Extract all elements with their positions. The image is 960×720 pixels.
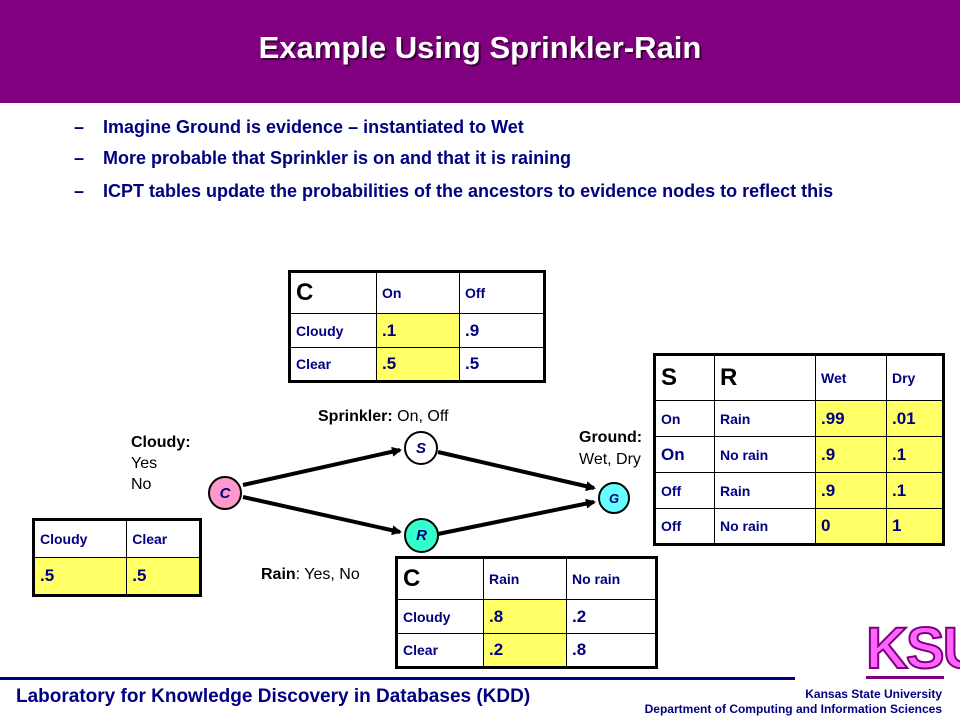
row-s: Off: [654, 472, 715, 509]
sprinkler-cpt: C On Off Cloudy .1 .9 Clear .5 .5: [288, 270, 546, 383]
footer-university: Kansas State University: [805, 687, 942, 701]
node-ground: G: [598, 482, 630, 514]
sprinkler-label: Sprinkler: On, Off: [318, 408, 448, 426]
value-cell: .2: [483, 633, 567, 668]
ground-values: Wet, Dry: [579, 451, 641, 468]
cloudy-name: Cloudy:: [131, 434, 191, 451]
rain-cpt: C Rain No rain Cloudy .8 .2 Clear .2 .8: [395, 556, 658, 669]
title-bar: [0, 0, 960, 103]
footer-department: Department of Computing and Information …: [644, 702, 942, 716]
value-cell: .99: [815, 400, 887, 437]
value-cell: .1: [886, 472, 944, 509]
corner-s: S: [654, 354, 715, 401]
header-wet: Wet: [815, 354, 887, 401]
row-label-clear: Clear: [289, 347, 377, 382]
row-r: No rain: [714, 436, 816, 473]
row-label-clear: Clear: [396, 633, 484, 668]
bullet-text: Imagine Ground is evidence – instantiate…: [103, 117, 524, 137]
footer-rule: [0, 677, 795, 680]
edge-s-g: [437, 450, 596, 492]
ground-name: Ground:: [579, 429, 643, 446]
footer-lab-name: Laboratory for Knowledge Discovery in Da…: [16, 686, 531, 707]
header-rain: Rain: [483, 557, 567, 600]
value-cell: .1: [376, 313, 460, 348]
value-cell: .5: [32, 557, 128, 596]
cloudy-prior-table: Cloudy Clear .5 .5: [32, 518, 202, 597]
ksu-logo: KSU: [865, 616, 960, 681]
bullet-text: ICPT tables update the probabilities of …: [103, 181, 834, 201]
corner-c: C: [396, 557, 484, 600]
corner-r: R: [714, 354, 816, 401]
rain-name: Rain: [261, 566, 296, 583]
bullet-dash: –: [74, 117, 85, 137]
value-cell: .1: [886, 436, 944, 473]
row-r: Rain: [714, 472, 816, 509]
ground-cpt: S R Wet Dry On Rain .99 .01 On No rain .…: [653, 353, 945, 546]
value-cell: .8: [566, 633, 657, 668]
value-cell: .5: [459, 347, 545, 382]
row-s: Off: [654, 508, 715, 545]
value-cell: 1: [886, 508, 944, 545]
header-cloudy: Cloudy: [32, 519, 128, 558]
edge-c-s: [242, 446, 402, 487]
row-r: Rain: [714, 400, 816, 437]
row-s: On: [654, 400, 715, 437]
row-r: No rain: [714, 508, 816, 545]
cloudy-value-yes: Yes: [131, 455, 158, 472]
cloudy-label: Cloudy: Yes No: [131, 432, 191, 495]
value-cell: .8: [483, 599, 567, 634]
node-rain: R: [404, 518, 439, 553]
header-on: On: [376, 271, 460, 314]
row-label-cloudy: Cloudy: [289, 313, 377, 348]
slide-title: Example Using Sprinkler-Rain: [258, 30, 702, 65]
value-cell: .01: [886, 400, 944, 437]
corner-c: C: [289, 271, 377, 314]
bullet-3: – ICPT tables update the probabilities o…: [74, 178, 944, 204]
value-cell: .9: [459, 313, 545, 348]
bullet-dash: –: [74, 148, 85, 168]
rain-values: : Yes, No: [295, 566, 360, 583]
value-cell: .2: [566, 599, 657, 634]
ground-label: Ground: Wet, Dry: [579, 427, 642, 471]
edge-c-r: [242, 495, 402, 536]
bullet-1: – Imagine Ground is evidence – instantia…: [74, 114, 944, 140]
bullet-text: More probable that Sprinkler is on and t…: [103, 148, 572, 168]
value-cell: .5: [376, 347, 460, 382]
header-no-rain: No rain: [566, 557, 657, 600]
bullet-2: – More probable that Sprinkler is on and…: [74, 145, 944, 171]
value-cell: .5: [126, 557, 201, 596]
value-cell: .9: [815, 472, 887, 509]
value-cell: 0: [815, 508, 887, 545]
edge-r-g: [437, 498, 596, 536]
bullet-dash: –: [74, 181, 85, 201]
row-s: On: [654, 436, 715, 473]
value-cell: .9: [815, 436, 887, 473]
cloudy-value-no: No: [131, 476, 152, 493]
logo-underline: [866, 676, 944, 679]
sprinkler-name: Sprinkler:: [318, 408, 393, 425]
node-sprinkler: S: [404, 431, 438, 465]
row-label-cloudy: Cloudy: [396, 599, 484, 634]
header-clear: Clear: [126, 519, 201, 558]
sprinkler-values: On, Off: [397, 408, 449, 425]
rain-label: Rain: Yes, No: [261, 566, 360, 584]
header-off: Off: [459, 271, 545, 314]
node-cloudy: C: [208, 476, 242, 510]
header-dry: Dry: [886, 354, 944, 401]
